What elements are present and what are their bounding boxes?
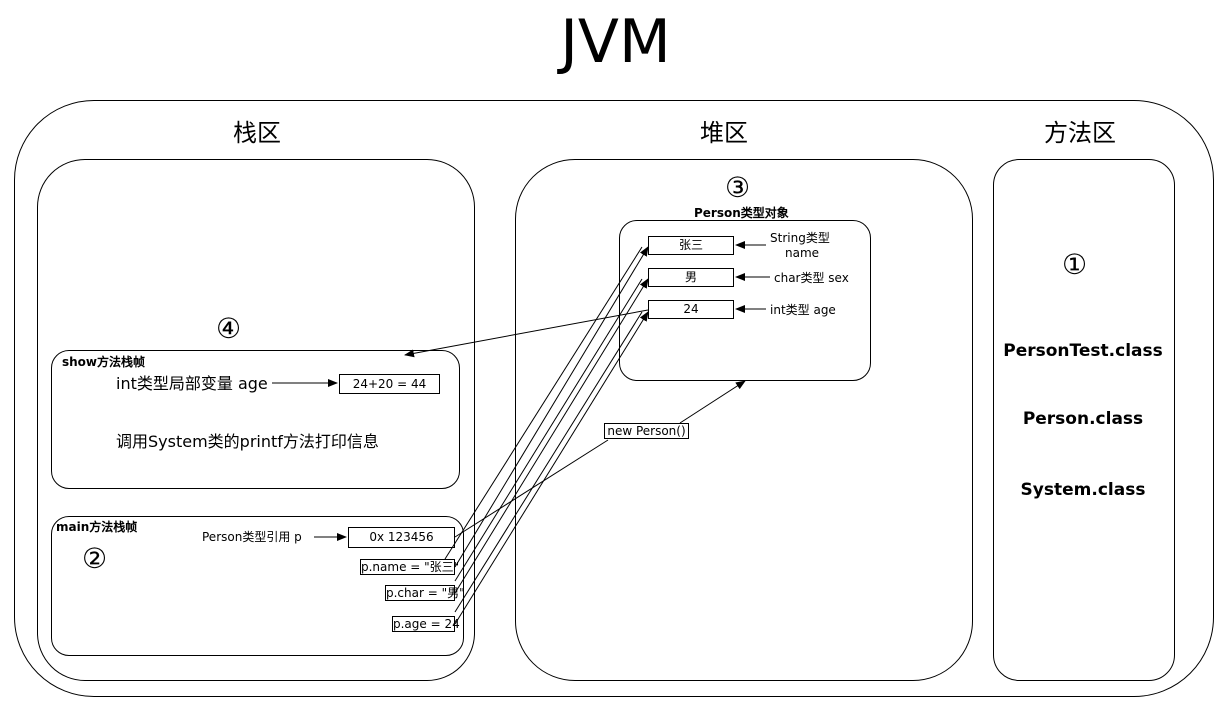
arrow-age-to-show [404,309,649,358]
arrow-assign-age [454,311,649,625]
field-name-value: 张三 [648,236,734,255]
main-ref-value: 0x 123456 [348,527,455,548]
show-frame-label: show方法栈帧 [62,355,146,369]
marker-2: ② [82,542,108,575]
field-sex-value: 男 [648,268,734,287]
diagram-title: JVM [560,7,671,77]
stack-area-label: 栈区 [233,119,281,147]
field-age-value: 24 [648,300,734,319]
marker-4: ④ [216,312,242,345]
main-frame-label: main方法栈帧 [56,520,138,534]
main-frame-box [51,516,464,656]
show-local-var-value: 24+20 = 44 [339,374,440,394]
field-name-type-line2: name [785,246,820,260]
marker-1: ① [1062,248,1088,281]
class-person: Person.class [1022,409,1144,429]
method-area-box [993,159,1175,681]
field-name-type-line1: String类型 [770,231,830,245]
arrow-new-to-object [679,380,746,424]
show-frame-box [51,350,460,489]
new-person-label: new Person() [604,423,689,439]
class-persontest: PersonTest.class [1003,341,1163,361]
class-system: System.class [1020,480,1146,500]
jvm-container [14,100,1214,697]
main-ref-label: Person类型引用 p [202,530,302,544]
arrow-assign-char [454,278,649,594]
show-local-var-label: int类型局部变量 age [116,374,268,393]
marker-3: ③ [725,171,751,204]
method-area-label: 方法区 [1044,119,1116,147]
assign-age: p.age = 24 [392,616,460,632]
heap-area-label: 堆区 [700,119,748,147]
show-call-text: 调用System类的printf方法打印信息 [116,432,379,451]
assign-char: p.char = "男" [385,585,465,601]
field-age-type: int类型 age [770,303,836,317]
field-sex-type: char类型 sex [774,271,849,285]
heap-area-box [515,159,973,681]
stack-area-box [37,159,475,681]
arrow-assign-name [454,246,649,568]
person-object-label: Person类型对象 [694,206,789,220]
assign-name: p.name = "张三" [360,559,460,575]
